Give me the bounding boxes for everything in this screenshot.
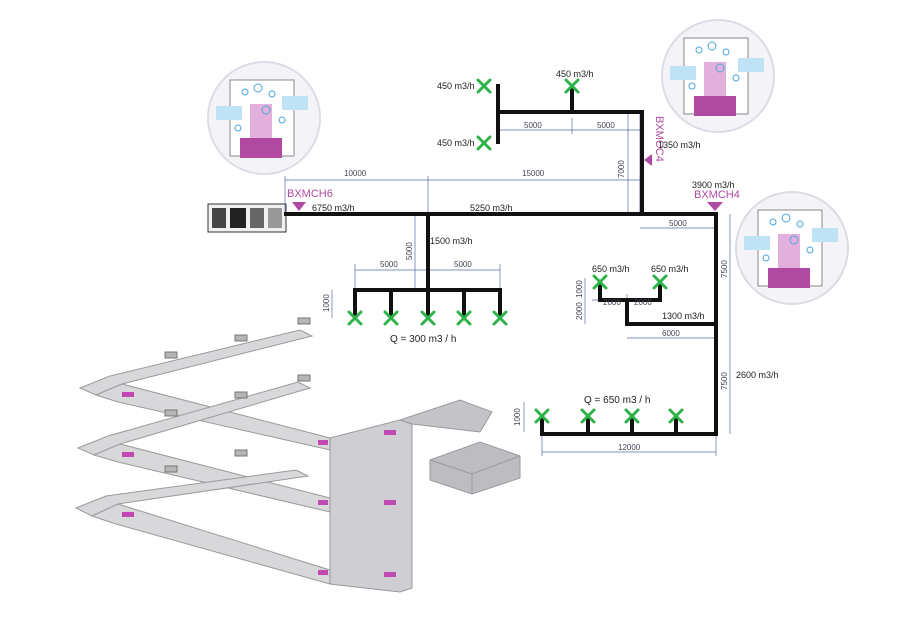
dimension-label: 2000 — [634, 298, 652, 307]
flow-label: 1350 m3/h — [658, 140, 701, 150]
diffuser-icon — [564, 78, 580, 94]
diffuser-icon — [383, 310, 399, 326]
isometric-duct-illustration — [74, 317, 521, 593]
unit-label-bxmch6: BXMCH6 — [287, 188, 333, 200]
diffuser-icon — [476, 78, 492, 94]
unit-marker-bxmch4-icon — [707, 202, 723, 211]
unit-pictogram-left — [207, 61, 321, 175]
dimension-label: 6000 — [662, 329, 680, 338]
flow-label: 650 m3/h — [651, 264, 689, 274]
duct-network — [284, 84, 718, 436]
dimension-label: 5000 — [454, 260, 472, 269]
diffuser-icon — [534, 408, 550, 424]
unit-label-bxmcc4: BXMCC4 — [653, 116, 665, 162]
dimension-label: 15000 — [522, 169, 545, 178]
airflow-per-diffuser-left: Q = 300 m3 / h — [390, 334, 456, 345]
diffuser-icon — [668, 408, 684, 424]
dimension-label: 7500 — [720, 372, 729, 390]
dimension-label: 7500 — [720, 260, 729, 278]
diffuser-icon — [492, 310, 508, 326]
dimension-label: 5000 — [380, 260, 398, 269]
diffusers — [347, 78, 684, 424]
dimension-label: 1000 — [322, 294, 331, 312]
dimension-label: 5000 — [597, 121, 615, 130]
dimension-label: 2000 — [575, 302, 584, 320]
unit-marker-bxmch6-icon — [292, 202, 306, 211]
unit-markers — [292, 154, 723, 211]
unit-label-bxmch4: BXMCH4 — [694, 189, 740, 201]
air-handling-unit-icon — [207, 203, 287, 233]
diffuser-icon — [624, 408, 640, 424]
flow-label: 5250 m3/h — [470, 203, 513, 213]
diffuser-icon — [476, 135, 492, 151]
flow-label: 3900 m3/h — [692, 180, 735, 190]
flow-label: 650 m3/h — [592, 264, 630, 274]
flow-label: 450 m3/h — [556, 69, 594, 79]
dimension-label: 5000 — [669, 219, 687, 228]
airflow-per-diffuser-right: Q = 650 m3 / h — [584, 395, 650, 406]
dimension-label: 2000 — [603, 298, 621, 307]
flow-label: 1500 m3/h — [430, 236, 473, 246]
flow-label: 1300 m3/h — [662, 311, 705, 321]
diffuser-icon — [580, 408, 596, 424]
flow-label: 450 m3/h — [437, 81, 475, 91]
unit-pictogram-right — [735, 191, 849, 305]
diffuser-icon — [456, 310, 472, 326]
dimension-label: 1000 — [513, 408, 522, 426]
flow-label: 2600 m3/h — [736, 370, 779, 380]
diffuser-icon — [652, 274, 668, 290]
dimension-label: 12000 — [618, 443, 641, 452]
diffuser-icon — [592, 274, 608, 290]
diffuser-icon — [347, 310, 363, 326]
dimension-label: 10000 — [344, 169, 367, 178]
unit-pictogram-top-right — [661, 19, 775, 133]
dimension-label: 1000 — [575, 280, 584, 298]
dimension-label: 7000 — [617, 160, 626, 178]
flow-label: 6750 m3/h — [312, 203, 355, 213]
diffuser-icon — [420, 310, 436, 326]
dimension-label: 5000 — [405, 242, 414, 260]
dimension-label: 5000 — [524, 121, 542, 130]
flow-label: 450 m3/h — [437, 138, 475, 148]
unit-marker-bxmcc4-icon — [644, 154, 652, 166]
